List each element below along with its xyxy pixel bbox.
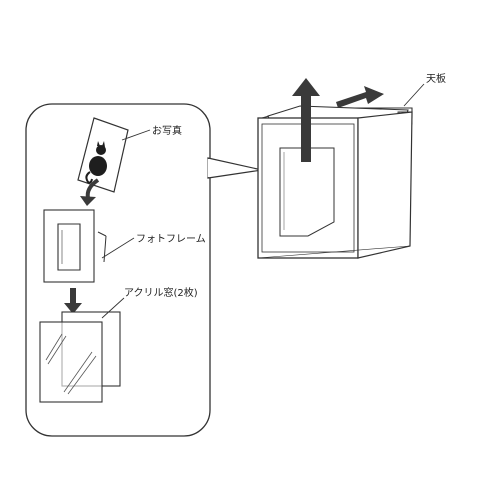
photo-frame-label: フォトフレーム <box>136 233 206 245</box>
frame-insert-arrow <box>64 288 82 314</box>
photo-with-cat <box>77 117 129 193</box>
lift-arrow <box>292 78 320 162</box>
top-board-label: 天板 <box>426 72 446 85</box>
photo-label: お写真 <box>152 124 182 137</box>
top-board-leader-line <box>403 83 425 107</box>
cat-icon <box>85 141 107 184</box>
callout-leader <box>207 157 263 179</box>
slide-arrow <box>336 86 384 108</box>
photo-insert-arrow <box>80 178 100 206</box>
photo-frame-leader-line <box>101 237 135 259</box>
acrylic-leader-line <box>101 297 125 319</box>
acrylic-windows <box>39 311 121 403</box>
photo-leader-line <box>121 129 151 141</box>
display-box <box>257 105 413 259</box>
photo-frame <box>43 209 107 283</box>
acrylic-window-label: アクリル窓(2枚) <box>124 286 198 299</box>
